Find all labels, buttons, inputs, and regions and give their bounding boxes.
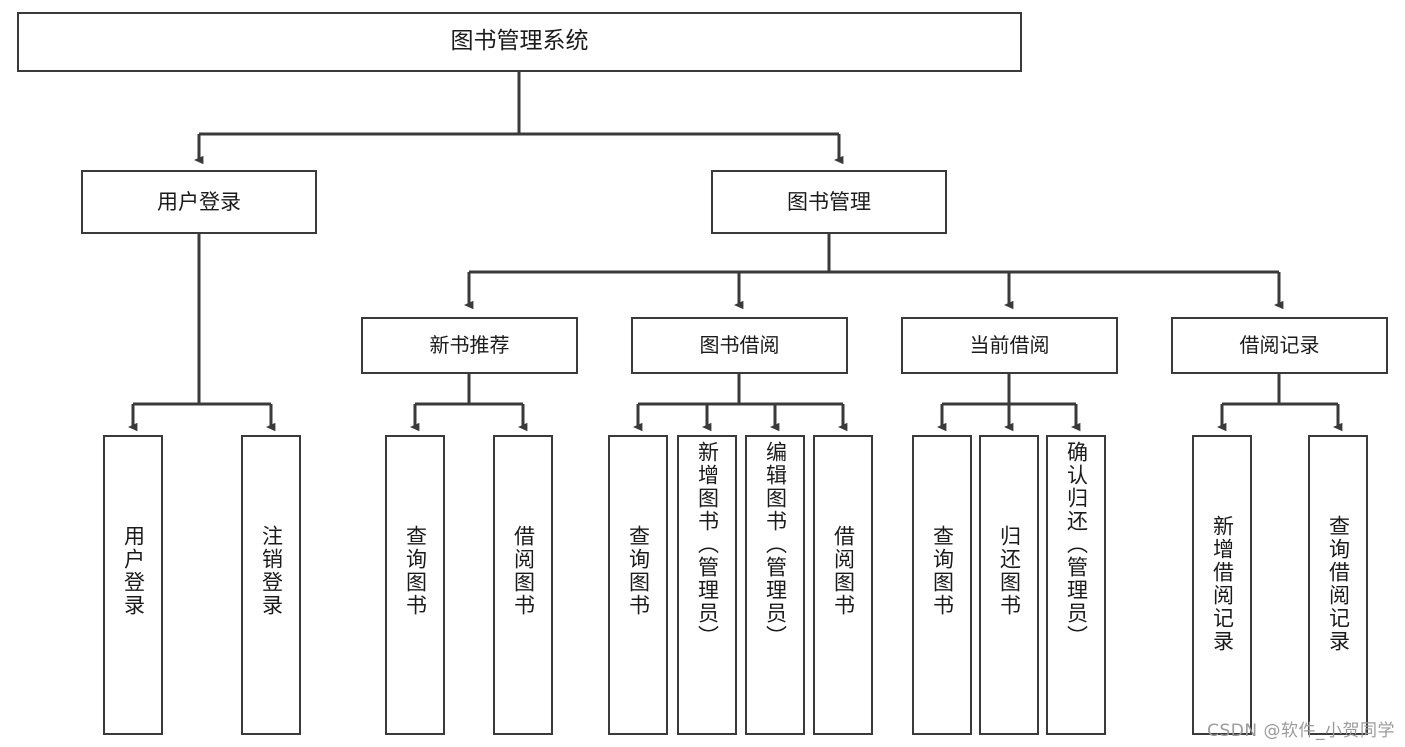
node-label: 新增借阅记录 xyxy=(1210,515,1235,653)
node-borrow-record[interactable]: 借阅记录 xyxy=(1171,317,1388,374)
node-current-borrow[interactable]: 当前借阅 xyxy=(901,317,1118,374)
node-label: 借阅图书 xyxy=(511,525,536,617)
node-label: 当前借阅 xyxy=(969,332,1050,357)
leaf-current-query-book[interactable]: 查询图书 xyxy=(912,435,972,735)
leaf-record-query-record[interactable]: 查询借阅记录 xyxy=(1308,435,1368,735)
node-label: 新书推荐 xyxy=(429,332,510,357)
node-book-borrow[interactable]: 图书借阅 xyxy=(631,317,848,374)
node-label: 查询图书 xyxy=(930,525,955,617)
leaf-borrow-borrow-book[interactable]: 借阅图书 xyxy=(813,435,873,735)
node-label: 查询图书 xyxy=(403,525,428,617)
node-label: 借阅记录 xyxy=(1239,332,1320,357)
leaf-borrow-add-book-admin[interactable]: 新增图书（管理员） xyxy=(677,435,737,735)
leaf-user-login-logout[interactable]: 注销登录 xyxy=(241,435,301,735)
leaf-current-return-book[interactable]: 归还图书 xyxy=(979,435,1039,735)
node-label: 编辑图书（管理员） xyxy=(763,441,788,648)
node-label: 图书管理 xyxy=(787,189,871,214)
csdn-watermark: CSDN @软件_小贺同学 xyxy=(1207,721,1395,741)
leaf-current-confirm-return-admin[interactable]: 确认归还（管理员） xyxy=(1046,435,1106,735)
node-user-login[interactable]: 用户登录 xyxy=(81,170,317,234)
node-book-management[interactable]: 图书管理 xyxy=(711,170,947,234)
node-label: 注销登录 xyxy=(259,525,284,617)
leaf-record-add-record[interactable]: 新增借阅记录 xyxy=(1192,435,1252,735)
node-label: 图书管理系统 xyxy=(450,28,589,55)
node-label: 归还图书 xyxy=(997,525,1022,617)
node-label: 图书借阅 xyxy=(699,332,780,357)
node-root-system[interactable]: 图书管理系统 xyxy=(17,12,1022,72)
node-label: 借阅图书 xyxy=(831,525,856,617)
leaf-recommend-borrow-book[interactable]: 借阅图书 xyxy=(493,435,553,735)
node-label: 用户登录 xyxy=(157,189,241,214)
leaf-recommend-query-book[interactable]: 查询图书 xyxy=(385,435,445,735)
node-label: 确认归还（管理员） xyxy=(1064,441,1089,648)
node-label: 用户登录 xyxy=(121,525,146,617)
node-label: 查询图书 xyxy=(626,525,651,617)
leaf-borrow-edit-book-admin[interactable]: 编辑图书（管理员） xyxy=(745,435,805,735)
node-label: 查询借阅记录 xyxy=(1326,515,1351,653)
leaf-borrow-query-book[interactable]: 查询图书 xyxy=(608,435,668,735)
node-new-book-recommend[interactable]: 新书推荐 xyxy=(361,317,578,374)
leaf-user-login-login[interactable]: 用户登录 xyxy=(103,435,163,735)
node-label: 新增图书（管理员） xyxy=(695,441,720,648)
